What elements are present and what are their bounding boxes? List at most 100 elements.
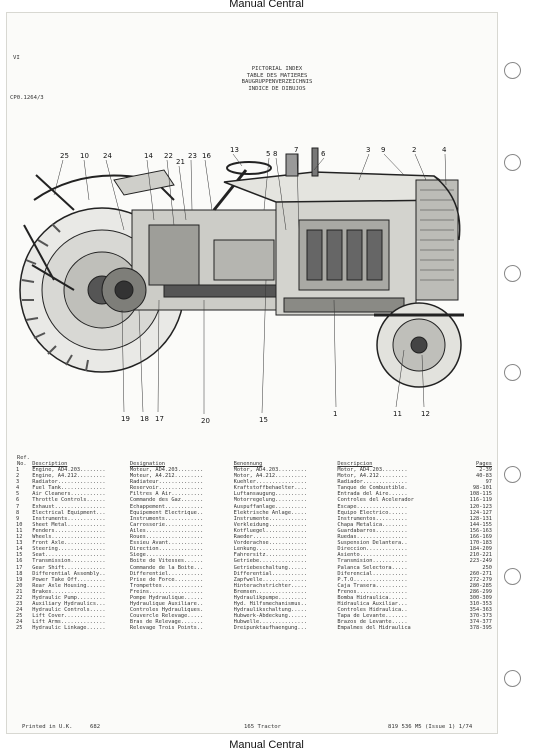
descripcion-cell: Suspension Delantera.. <box>337 540 408 547</box>
description-cell: Fuel Tank.............. <box>32 485 106 492</box>
ref-cell: 12 <box>16 534 23 541</box>
descripcion-cell: Chapa Metalica........ <box>337 521 408 528</box>
benennung-cell: Luftansaugung.......... <box>233 491 307 498</box>
description-cell: Transmission........... <box>32 558 106 565</box>
benennung-cell: Getriebe............... <box>233 558 307 565</box>
table-row: 10 Sheet Metal............ Carrosserie....… <box>16 522 492 528</box>
ref-cell: 18 <box>16 570 23 577</box>
pages-cell: 40-83 <box>476 473 492 480</box>
pages-cell: 184-209 <box>469 546 492 553</box>
benennung-cell: Lenkung................ <box>233 546 307 553</box>
description-cell: Radiator............... <box>32 479 106 486</box>
designation-cell: Couvercle Relevage..... <box>129 613 204 620</box>
steering-wheel-drawing <box>226 161 272 175</box>
footer-model: 165 Tractor <box>244 724 282 730</box>
ref-cell: 4 <box>16 485 20 492</box>
pages-cell: 378-395 <box>469 625 492 632</box>
exhaust-drawing <box>311 147 319 177</box>
description-cell: Hydraulic Linkage...... <box>32 625 106 632</box>
designation-cell: Ailes.................. <box>129 527 204 534</box>
designation-cell: Filtres A Air.......... <box>129 491 204 498</box>
descripcion-cell: Motor, A4.212......... <box>337 473 408 480</box>
descripcion-cell: Tapa de Levante....... <box>337 613 408 620</box>
pages-cell: 128-131 <box>469 515 492 522</box>
description-cell: Instruments............ <box>32 515 106 522</box>
ref-cell: 9 <box>16 515 20 522</box>
designation-cell: Trompettes............. <box>129 582 204 589</box>
benennung-cell: Hydraulikpumpe......... <box>233 594 307 601</box>
description-cell: Throttle Controls...... <box>32 497 106 504</box>
pages-cell: 156-163 <box>469 527 492 534</box>
descripcion-cell: Bomba Hidraulica...... <box>337 594 408 601</box>
callout-24: 24 <box>103 152 112 160</box>
designation-cell: Direction.............. <box>129 546 204 553</box>
callout-8: 8 <box>273 150 277 158</box>
description-cell: Lift Arms.............. <box>32 619 106 626</box>
pages-cell: 170-183 <box>469 540 492 547</box>
ref-cell: 20 <box>16 582 23 589</box>
ref-cell: 10 <box>16 521 23 528</box>
description-cell: Hydraulic Controls..... <box>32 607 106 614</box>
footer-part-number: 819 536 M5 (Issue 1) 1/74 <box>388 724 473 730</box>
benennung-cell: Instrumente............ <box>233 515 307 522</box>
designation-cell: Freins................. <box>129 588 204 595</box>
callout-16: 16 <box>202 152 211 160</box>
binder-hole <box>504 154 521 171</box>
callout-3: 3 <box>366 146 370 154</box>
benennung-cell: Hinterachstrichter..... <box>233 582 307 589</box>
description-cell: Wheels................. <box>32 534 106 541</box>
description-cell: Rear Axle Housing...... <box>32 582 106 589</box>
description-cell: Seat................... <box>32 552 106 559</box>
steering-column-drawing <box>212 169 248 211</box>
callout-13: 13 <box>230 146 239 154</box>
col-designation: Designation <box>129 460 165 467</box>
designation-cell: Instruments............ <box>129 515 204 522</box>
designation-cell: Pompe Hydraulique...... <box>129 594 204 601</box>
descripcion-cell: Asiento............... <box>337 552 408 559</box>
description-cell: Sheet Metal............ <box>32 521 106 528</box>
footer-number: 682 <box>90 724 101 730</box>
col-benennung: Benennung <box>233 460 263 467</box>
benennung-cell: Differential........... <box>233 570 307 577</box>
table-row: 9 Instruments............ Instruments.....… <box>16 516 492 522</box>
description-cell: Front Axle............. <box>32 540 106 547</box>
front-fender-drawing <box>433 175 461 241</box>
engine-drawing <box>275 184 417 316</box>
descripcion-cell: Direccion............. <box>337 546 408 553</box>
callout-1: 1 <box>333 410 337 418</box>
callout-14: 14 <box>144 152 153 160</box>
callout-12: 12 <box>421 410 430 418</box>
table-header-row: Description Designation Benennung Descri… <box>16 458 492 467</box>
designation-cell: Boite de Vitesses...... <box>129 558 204 565</box>
benennung-cell: Bremsen................ <box>233 588 307 595</box>
pages-cell: 120-123 <box>469 503 492 510</box>
title-line-de: BAUGRUPPENVERZEICHNIS <box>241 79 313 85</box>
pages-cell: 272-279 <box>469 576 492 583</box>
table-row: 20 Rear Axle Housing...... Trompettes.....… <box>16 583 492 589</box>
pages-cell: 210-221 <box>469 552 492 559</box>
ref-cell: 1 <box>16 467 20 473</box>
ref-cell: 2 <box>16 473 20 480</box>
designation-cell: Controles Hydrauliques. <box>129 607 204 614</box>
descripcion-cell: Caja Trasera.......... <box>337 582 408 589</box>
designation-cell: Carrosserie............ <box>129 521 204 528</box>
ref-cell: 21 <box>16 588 23 595</box>
benennung-cell: Hydraulikschaltung..... <box>233 607 307 614</box>
designation-cell: Differentiel........... <box>129 570 204 577</box>
descripcion-cell: Tanque de Combustible. <box>337 485 408 492</box>
descripcion-cell: Frenos................ <box>337 588 408 595</box>
designation-cell: Reservoir.............. <box>129 485 204 492</box>
front-wheel-drawing <box>376 302 462 388</box>
description-cell: Hydraulic Pump......... <box>32 594 106 601</box>
description-cell: Air Cleaners........... <box>32 491 106 498</box>
callout-18: 18 <box>140 415 149 423</box>
catalog-code: CP0.1264/3 <box>10 95 44 101</box>
